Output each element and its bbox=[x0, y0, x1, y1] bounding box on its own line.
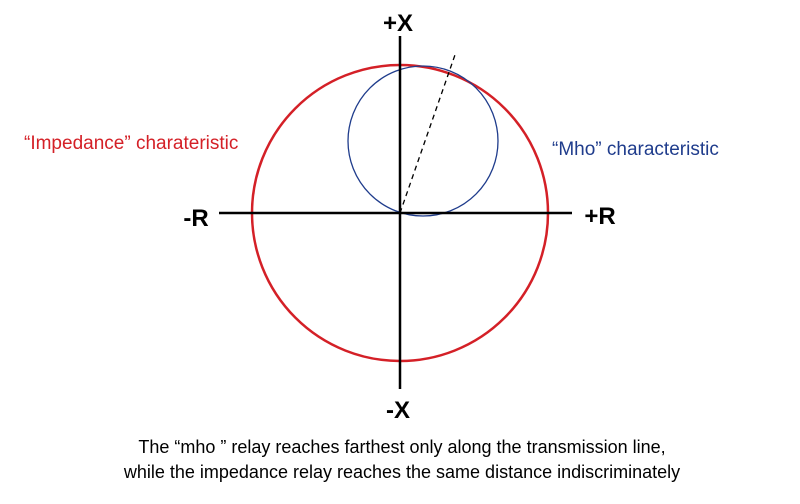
impedance-characteristic-label: “Impedance” charateristic bbox=[24, 133, 238, 154]
caption-line-1: The “mho ” relay reaches farthest only a… bbox=[138, 437, 665, 457]
negative-r-label: -R bbox=[183, 205, 208, 232]
caption-line-2: while the impedance relay reaches the sa… bbox=[123, 462, 680, 482]
transmission-line-angle bbox=[399, 51, 457, 214]
positive-r-label: +R bbox=[584, 203, 615, 230]
positive-x-label: +X bbox=[383, 10, 413, 37]
mho-characteristic-label: “Mho” characteristic bbox=[552, 139, 719, 160]
negative-x-label: -X bbox=[386, 397, 410, 424]
mho-characteristic-circle bbox=[347, 65, 499, 217]
